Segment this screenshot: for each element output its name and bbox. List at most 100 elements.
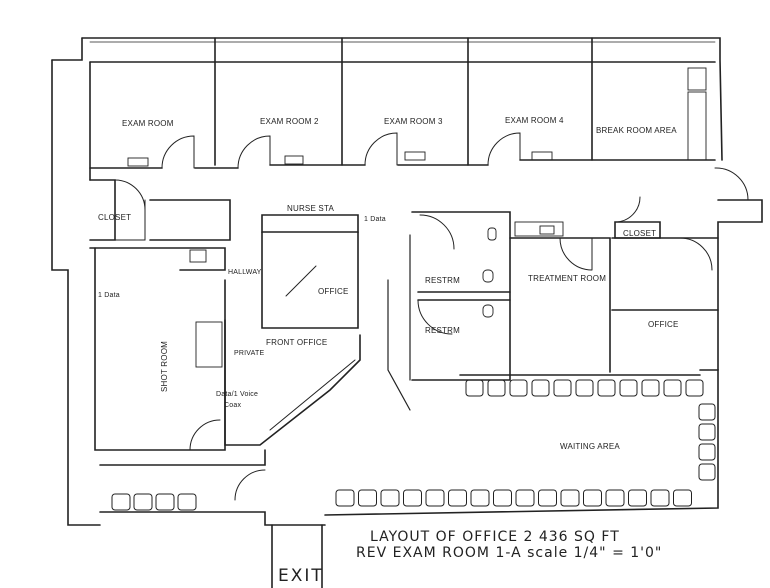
- label-closet-right: CLOSET: [623, 229, 657, 238]
- label-shot-room: SHOT ROOM: [160, 341, 169, 392]
- waiting-chair: [560, 489, 580, 507]
- right-office-door: [679, 237, 713, 271]
- label-data-nurse: 1 Data: [364, 216, 386, 223]
- waiting-chair: [641, 379, 660, 397]
- sink-exam-3: [404, 151, 426, 161]
- exam-row-front-wall: [89, 159, 716, 169]
- restroom-divider: [417, 291, 511, 301]
- label-restroom-2: RESTRM: [425, 326, 460, 335]
- label-treatment-room: TREATMENT ROOM: [528, 274, 607, 283]
- outer-wall-bottom: [324, 369, 719, 516]
- restroom-block: [411, 211, 511, 381]
- waiting-chair: [673, 489, 692, 507]
- waiting-chair: [538, 489, 557, 507]
- treatment-room-wall: [509, 237, 611, 373]
- outer-wall-right: [717, 199, 763, 371]
- waiting-chair: [177, 493, 197, 511]
- waiting-chair: [531, 379, 550, 397]
- waiting-chair: [597, 379, 616, 397]
- label-exam-room-4: EXAM ROOM 4: [505, 116, 564, 125]
- waiting-chair: [650, 489, 670, 507]
- waiting-chair: [698, 463, 716, 481]
- center-office-door: [285, 265, 317, 297]
- corridor-wall: [89, 247, 226, 271]
- restroom-door-1: [419, 214, 455, 250]
- closet-left-wall: [89, 179, 116, 241]
- exit-label: EXIT: [278, 566, 324, 586]
- waiting-chair: [685, 379, 704, 397]
- fridge-break: [687, 67, 707, 91]
- right-office-wall: [611, 237, 719, 311]
- plan-title-line-2: REV EXAM ROOM 1-A scale 1/4" = 1'0": [356, 545, 663, 561]
- label-office-center: OFFICE: [318, 287, 349, 296]
- front-office-wall: [224, 319, 361, 446]
- waiting-chair: [493, 489, 512, 507]
- waiting-chair: [698, 443, 716, 461]
- treatment-counter: [514, 221, 564, 237]
- waiting-chair: [628, 489, 647, 507]
- small-area: [149, 199, 231, 241]
- closet-left-door: [89, 179, 146, 241]
- door-exam-4: [487, 132, 521, 166]
- label-coax: Coax: [224, 402, 242, 409]
- waiting-chair: [155, 493, 175, 511]
- waiting-chair: [698, 403, 716, 421]
- waiting-chair: [553, 379, 572, 397]
- outer-wall-left: [51, 37, 83, 61]
- label-front-office: FRONT OFFICE: [266, 338, 328, 347]
- waiting-chair: [575, 379, 594, 397]
- door-break: [714, 167, 749, 201]
- label-hallway: HALLWAY: [228, 269, 262, 276]
- exit-passage: [271, 524, 323, 588]
- toilet-1: [487, 227, 497, 241]
- plan-title-line-1: LAYOUT OF OFFICE 2 436 SQ FT: [370, 529, 620, 545]
- label-exam-room-1: EXAM ROOM: [122, 119, 174, 128]
- waiting-chair: [380, 489, 400, 507]
- outer-wall-bottom-left: [99, 511, 326, 526]
- toilet-2: [482, 269, 494, 283]
- waiting-chair: [663, 379, 682, 397]
- sink-exam-2: [284, 155, 304, 165]
- label-exam-room-2: EXAM ROOM 2: [260, 117, 319, 126]
- waiting-chair: [358, 489, 377, 507]
- label-break-room: BREAK ROOM AREA: [596, 126, 677, 135]
- waiting-chair: [335, 489, 355, 507]
- waiting-chair: [698, 423, 716, 441]
- front-office-door: [189, 419, 221, 451]
- outer-wall-left-vertical: [51, 59, 101, 526]
- hall-wall-mid: [387, 234, 411, 411]
- sink-exam-1: [127, 157, 149, 167]
- label-restroom-1: RESTRM: [425, 276, 460, 285]
- label-data-voice: Data/1 Voice: [216, 391, 259, 398]
- sink-area: [189, 249, 207, 263]
- waiting-chair: [133, 493, 153, 511]
- waiting-chair: [515, 489, 535, 507]
- lower-hall-wall: [99, 449, 266, 466]
- label-nurse-station: NURSE STA: [287, 204, 334, 213]
- waiting-chair: [425, 489, 445, 507]
- label-private: PRIVATE: [234, 350, 265, 357]
- waiting-chair: [448, 489, 467, 507]
- counter-break: [687, 91, 707, 161]
- waiting-chair: [509, 379, 528, 397]
- label-closet-left: CLOSET: [98, 213, 132, 222]
- nurse-station-counter: [261, 214, 359, 233]
- waiting-chair: [605, 489, 625, 507]
- treatment-sink: [539, 225, 555, 235]
- restroom-door-2: [417, 299, 453, 335]
- label-exam-room-3: EXAM ROOM 3: [384, 117, 443, 126]
- center-office: [261, 231, 359, 329]
- closet-right-door: [614, 196, 641, 223]
- treatment-door: [559, 237, 593, 271]
- label-office-right: OFFICE: [648, 320, 679, 329]
- outer-wall: [81, 37, 723, 161]
- waiting-chair: [111, 493, 131, 511]
- exit-door: [234, 469, 266, 501]
- waiting-chair: [403, 489, 422, 507]
- waiting-chair: [619, 379, 638, 397]
- door-exam-2: [237, 135, 271, 169]
- door-exam-3: [364, 132, 398, 166]
- sink-exam-4: [531, 151, 553, 161]
- label-data-left: 1 Data: [98, 292, 120, 299]
